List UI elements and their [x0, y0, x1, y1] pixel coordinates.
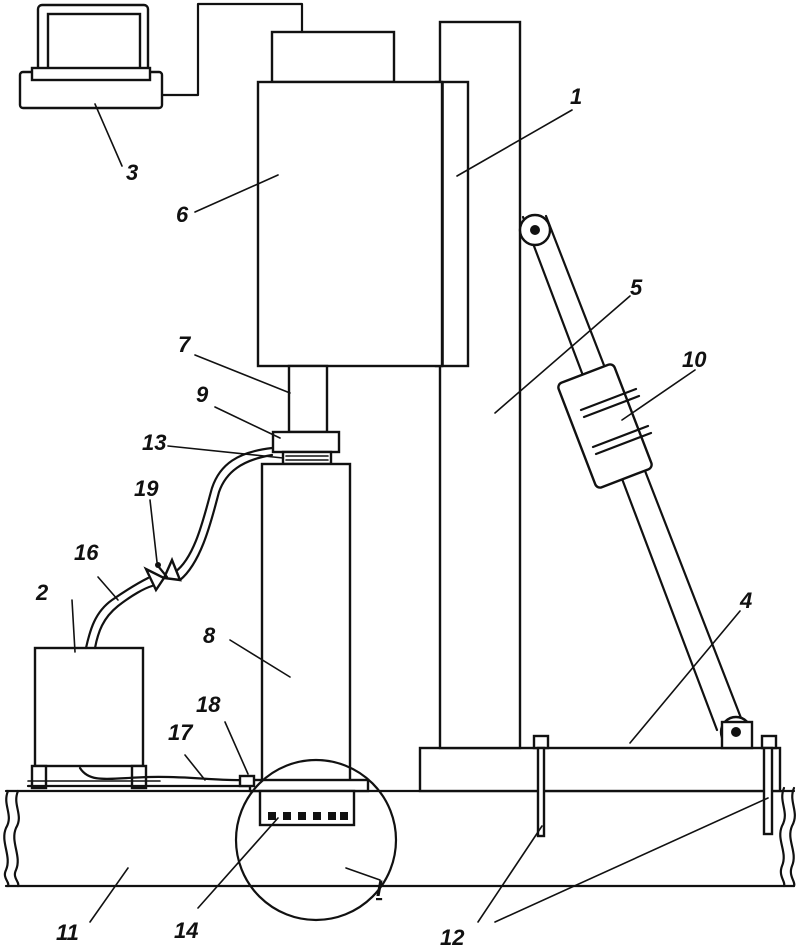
label-3: 3: [126, 160, 138, 185]
weights: [557, 363, 653, 489]
computer: [18, 3, 164, 110]
base-plate: [418, 746, 782, 793]
rod: [287, 364, 329, 434]
hose-17: [78, 766, 247, 782]
callout-labels: 1 2 3 4 5 6 7 8 9 10 11 12 13 14 16 17 1…: [35, 84, 752, 950]
label-9: 9: [196, 382, 209, 407]
label-4: 4: [739, 588, 752, 613]
diagonal-strut: [518, 213, 754, 750]
flange: [281, 450, 333, 466]
label-14: 14: [174, 918, 198, 943]
label-18: 18: [196, 692, 221, 717]
sample-column: [260, 462, 352, 784]
label-detail-I: I: [376, 876, 383, 901]
label-8: 8: [203, 623, 216, 648]
leader-lines: [71, 103, 769, 923]
label-16: 16: [74, 540, 99, 565]
label-1: 1: [570, 84, 582, 109]
drive-top-box: [270, 30, 396, 84]
label-12: 12: [440, 925, 465, 950]
anchors: [532, 734, 778, 838]
hose-16: [84, 446, 274, 650]
column-foot: [248, 778, 370, 793]
label-17: 17: [168, 720, 194, 745]
label-13: 13: [142, 430, 166, 455]
label-11: 11: [56, 920, 79, 945]
label-10: 10: [682, 347, 707, 372]
tank: [26, 646, 252, 790]
base-beam: [3, 786, 796, 888]
detail-circle: [234, 758, 398, 922]
label-6: 6: [176, 202, 189, 227]
label-5: 5: [630, 275, 643, 300]
label-19: 19: [134, 476, 159, 501]
valve: [143, 556, 182, 593]
fitting: [238, 774, 256, 788]
label-2: 2: [35, 580, 49, 605]
data-cable: [160, 2, 304, 97]
label-7: 7: [178, 332, 192, 357]
adapter: [271, 430, 341, 454]
drive-unit: [256, 80, 444, 368]
probe: [258, 789, 356, 827]
